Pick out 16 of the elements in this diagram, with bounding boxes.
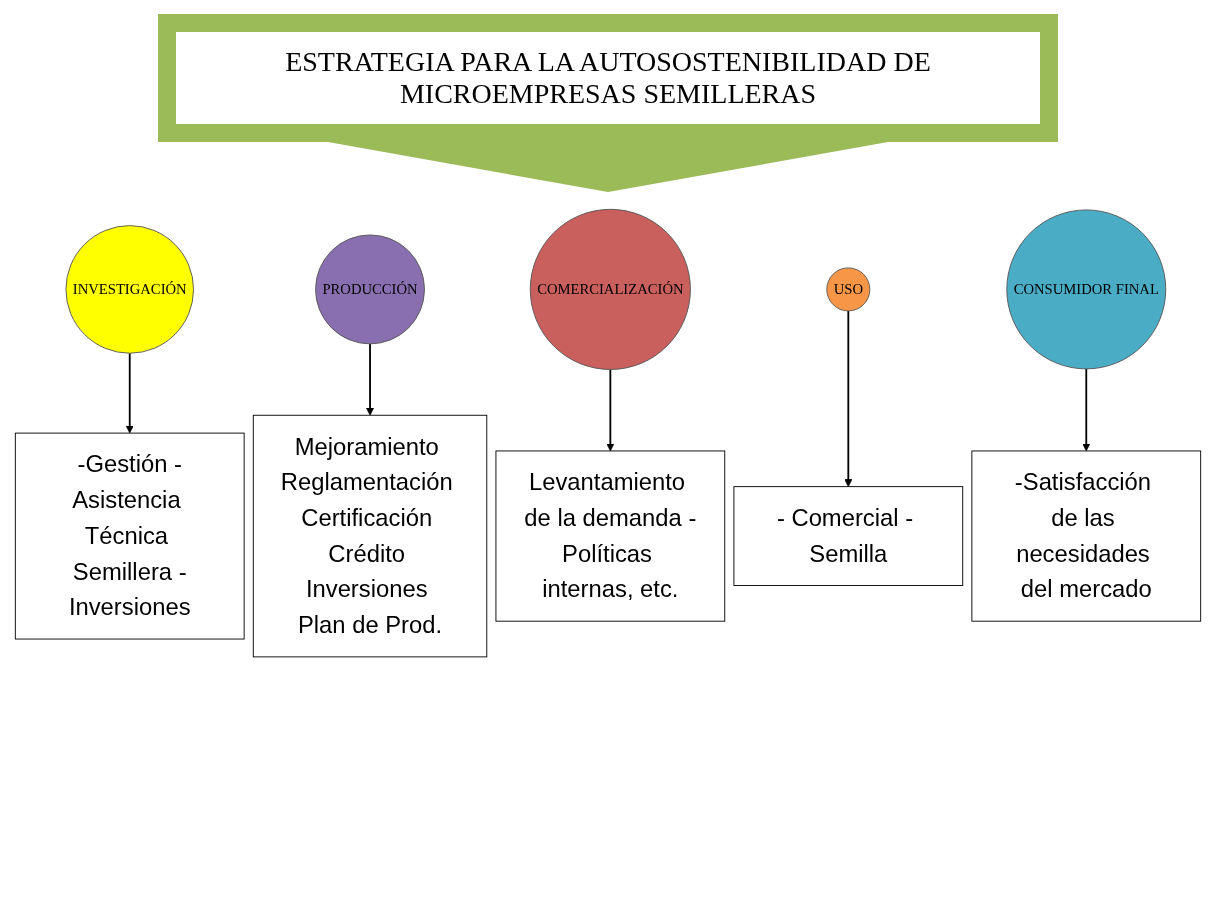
node-box: - Comercial - Semilla [733, 486, 964, 586]
node-circle: COMERCIALIZACIÓN [529, 208, 691, 370]
node-circle: INVESTIGACIÓN [65, 225, 194, 354]
arrow [606, 368, 615, 452]
arrow [1082, 367, 1091, 452]
node-circle: CONSUMIDOR FINAL [1006, 209, 1167, 370]
node-box: -Satisfacción de las necesidades del mercado [971, 450, 1202, 622]
node-circle: USO [826, 267, 871, 312]
title-banner: ESTRATEGIA PARA LA AUTOSOSTENIBILIDAD DE MICROEMPRESAS SEMILLERAS [158, 14, 1058, 142]
arrow [125, 352, 134, 434]
arrow [844, 310, 853, 487]
node-circle: PRODUCCIÓN [315, 234, 425, 345]
node-box: Mejoramiento Reglamentación Certificación Crédito Inversiones Plan de Prod. [252, 414, 488, 658]
node-box: -Gestión -Asistencia Técnica Semillera -Inversiones [14, 432, 245, 640]
arrow [366, 342, 375, 416]
node-box: Levantamiento de la demanda -Políticas internas, etc. [495, 450, 726, 622]
